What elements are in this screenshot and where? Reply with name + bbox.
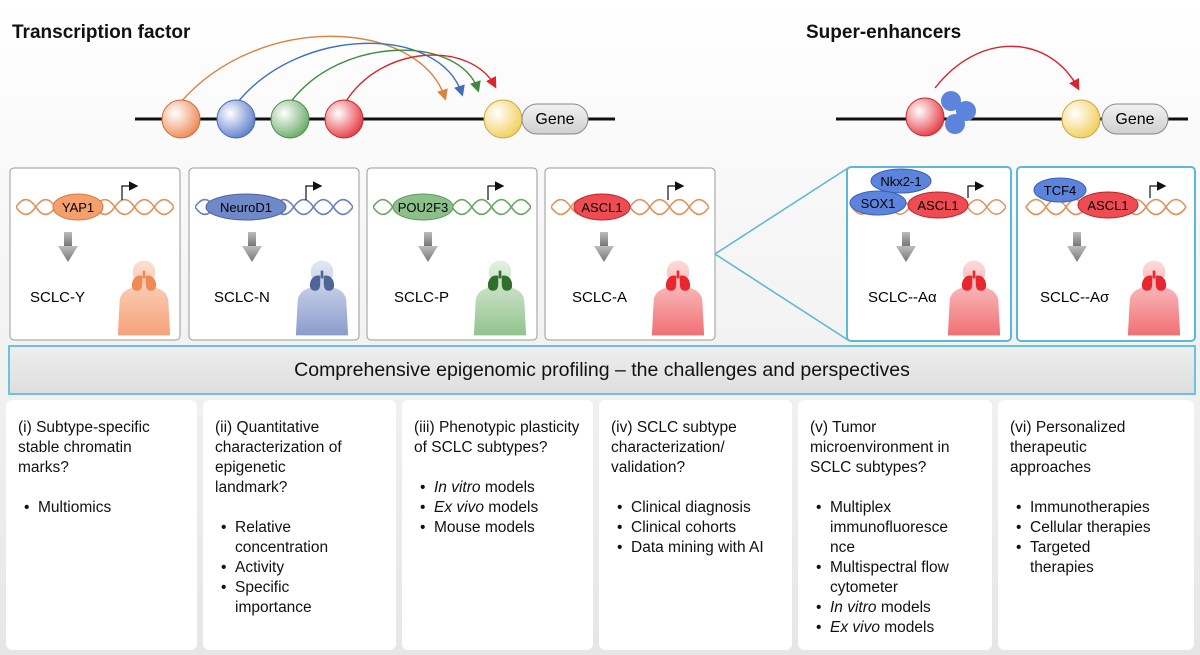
list-item: Data mining with AI	[611, 538, 782, 558]
list-item: Ex vivo models	[810, 618, 982, 638]
profiling-banner: Comprehensive epigenomic profiling – the…	[8, 345, 1196, 395]
se-tf-red	[905, 97, 945, 137]
down-arrow-icon	[58, 246, 78, 262]
list-item: Targeted therapies	[1010, 538, 1184, 578]
column-title: (iii) Phenotypic plasticity of SCLC subt…	[414, 419, 580, 456]
list-item: Immunotherapies	[1010, 498, 1184, 518]
list-item: In vitro models	[414, 478, 583, 498]
subtype-label-y: SCLC-Y	[30, 289, 85, 306]
connector-line-top	[714, 167, 849, 255]
arc-orange	[179, 35, 448, 104]
tf-label-ascl1: ASCL1	[581, 200, 622, 215]
tss-arrow-icon	[1149, 181, 1167, 198]
gene-label-left: Gene	[535, 111, 574, 128]
subtype-card-n: NeuroD1 SCLC-N	[188, 167, 360, 341]
column-iv: (iv) SCLC subtype characterization/ vali…	[599, 400, 792, 650]
subtype-label-a: SCLC-A	[572, 289, 627, 306]
tss-arrow-icon	[967, 181, 985, 198]
down-arrow-icon	[594, 246, 614, 262]
list-item: Multiomics	[18, 498, 187, 518]
tf-circle-orange	[161, 99, 201, 139]
down-arrow-icon	[242, 246, 262, 262]
cofactor-label-tcf4: TCF4	[1044, 183, 1077, 198]
banner-text: Comprehensive epigenomic profiling – the…	[294, 358, 910, 381]
tss-arrow-icon	[121, 181, 139, 200]
subtype-label-a-alpha: SCLC--Aα	[868, 289, 937, 306]
tf-label-yap1: YAP1	[62, 200, 94, 215]
list-item: Clinical diagnosis	[611, 498, 782, 518]
cofactor-label-nkx2-1: Nkx2-1	[880, 174, 921, 189]
cofactor-label-sox1: SOX1	[861, 196, 896, 211]
tf-label-ascl1-sigma: ASCL1	[1087, 198, 1128, 213]
tf-label-neurod1: NeuroD1	[220, 200, 272, 215]
arc-red	[344, 54, 497, 104]
tf-circle-blue	[216, 99, 256, 139]
list-item: Relative concentration	[215, 518, 386, 558]
list-item: Cellular therapies	[1010, 518, 1184, 538]
se-cofactor-1	[941, 91, 961, 111]
enhancer-circle-yellow-left	[483, 99, 523, 139]
column-title: (vi) Personalized therapeutic approaches	[1010, 419, 1126, 476]
gene-box-right	[1101, 103, 1169, 135]
list-item: Specific importance	[215, 578, 386, 618]
heading-super-enhancers: Super-enhancers	[806, 22, 962, 43]
list-item-text: In vitro models	[830, 599, 931, 616]
column-iii: (iii) Phenotypic plasticity of SCLC subt…	[402, 400, 593, 650]
list-item: In vitro models	[810, 598, 982, 618]
se-card-a-sigma: TCF4 ASCL1 SCLC--Aσ	[1016, 166, 1196, 342]
subtype-label-a-sigma: SCLC--Aσ	[1040, 289, 1110, 306]
arc-blue	[236, 42, 465, 104]
down-arrow-icon	[418, 246, 438, 262]
list-item: Activity	[215, 558, 386, 578]
enhancer-circle-yellow-right	[1061, 99, 1101, 139]
arc-super-enhancer	[934, 45, 1080, 91]
arc-green	[289, 49, 481, 104]
column-title: (i) Subtype-specific stable chromatin ma…	[18, 419, 150, 476]
tf-circle-red	[324, 99, 364, 139]
list-item: Ex vivo models	[414, 498, 583, 518]
column-title: (iv) SCLC subtype characterization/ vali…	[611, 419, 737, 476]
connector-line-bottom	[714, 253, 849, 341]
subtype-label-p: SCLC-P	[394, 289, 449, 306]
tf-label-ascl1-alpha: ASCL1	[917, 198, 958, 213]
list-item: Clinical cohorts	[611, 518, 782, 538]
se-card-a-alpha: Nkx2-1 SOX1 ASCL1 SCLC--Aα	[846, 166, 1012, 342]
column-v: (v) Tumor microenvironment in SCLC subty…	[798, 400, 992, 650]
column-title: (ii) Quantitative characterization of ep…	[215, 419, 342, 496]
down-arrow-icon	[1067, 246, 1087, 262]
list-item: Multispectral flow cytometer	[810, 558, 982, 598]
subtype-card-a: ASCL1 SCLC-A	[544, 167, 716, 341]
se-cofactor-3	[945, 114, 965, 134]
subtype-card-y: YAP1 SCLC-Y	[9, 167, 181, 341]
gene-label-right: Gene	[1115, 111, 1154, 128]
tf-label-pou2f3: POU2F3	[398, 200, 449, 215]
gene-box-left	[521, 103, 589, 135]
column-title: (v) Tumor microenvironment in SCLC subty…	[810, 419, 950, 476]
column-ii: (ii) Quantitative characterization of ep…	[203, 400, 396, 650]
tss-arrow-icon	[487, 181, 505, 200]
subtype-label-n: SCLC-N	[214, 289, 270, 306]
tss-arrow-icon	[305, 181, 323, 200]
list-item: Multiplex immunofluoresce nce	[810, 498, 982, 558]
heading-transcription-factor: Transcription factor	[12, 22, 191, 43]
column-vi: (vi) Personalized therapeutic approaches…	[998, 400, 1194, 650]
subtype-card-p: POU2F3 SCLC-P	[366, 167, 538, 341]
list-item-text: In vitro models	[434, 479, 535, 496]
list-item: Mouse models	[414, 518, 583, 538]
tf-circle-green	[270, 99, 310, 139]
tss-arrow-icon	[667, 181, 685, 200]
column-i: (i) Subtype-specific stable chromatin ma…	[6, 400, 197, 650]
top-diagram: Gene Gene YAP1 SCLC-Y NeuroD1 SCLC-N POU…	[9, 35, 1196, 342]
list-item-text: Ex vivo models	[434, 499, 539, 516]
down-arrow-icon	[896, 246, 916, 262]
list-item-text: Ex vivo models	[830, 619, 935, 636]
